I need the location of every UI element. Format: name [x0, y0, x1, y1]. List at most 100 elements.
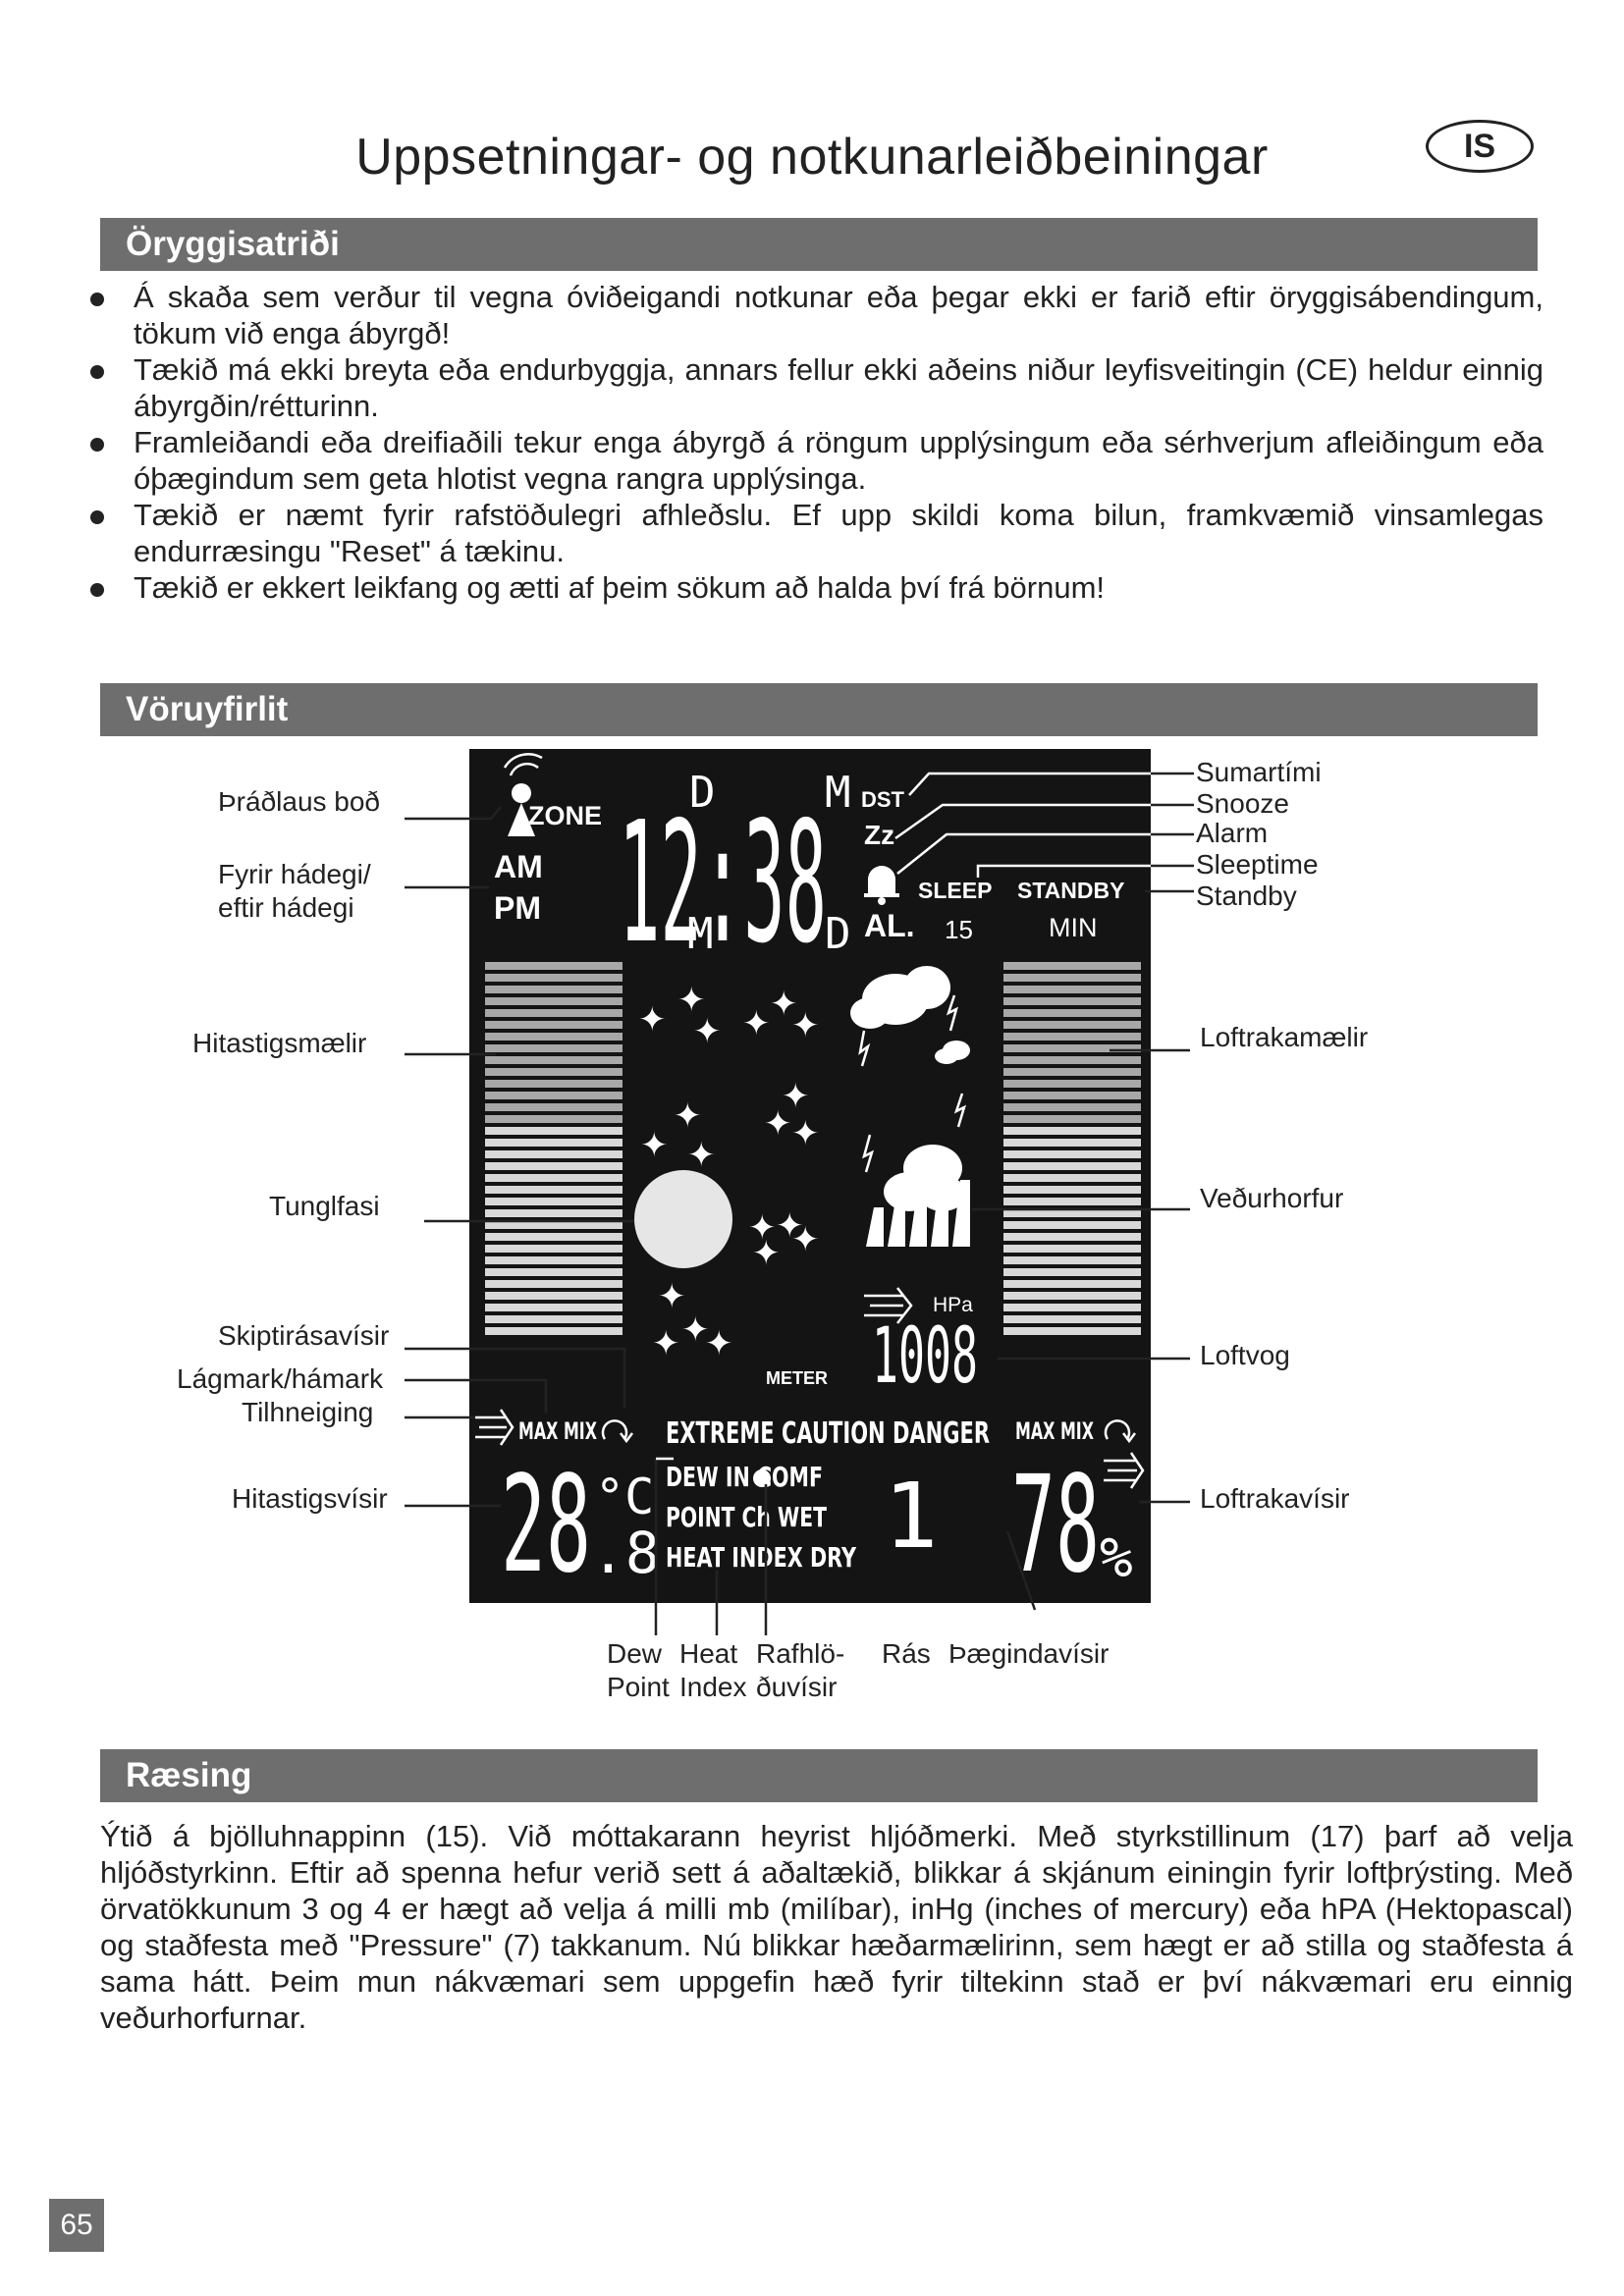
- svg-text:✦: ✦: [776, 1206, 804, 1246]
- safety-item: Tækið má ekki breyta eða endurbyggja, an…: [90, 351, 1543, 424]
- lcd-am: AM: [494, 849, 543, 884]
- lcd-bar-segment: [485, 1327, 623, 1335]
- label-alarm: Alarm: [1196, 818, 1268, 848]
- svg-text:✦: ✦: [638, 1000, 667, 1040]
- safety-item: Tækið er næmt fyrir rafstöðulegri afhleð…: [90, 497, 1543, 569]
- label-am-pm-line2: eftir hádegi: [218, 892, 354, 923]
- product-overview-diagram: ZONE AM PM 12:38 D M M D DST Zz SLEEP ST…: [0, 746, 1624, 1718]
- label-dew-point-line1: Dew: [607, 1638, 663, 1669]
- lcd-bar-segment: [1003, 1198, 1141, 1205]
- lcd-bar-segment: [1003, 1209, 1141, 1217]
- stars-icon: ✦✦✦ ✦✦✦ ✦✦✦ ✦✦✦ ✦✦✦ ✦✦✦ ✦✦: [638, 981, 820, 1363]
- lcd-bar-segment: [485, 1245, 623, 1253]
- section-heading-safety: Öryggisatriði: [100, 218, 1538, 271]
- page-title: Uppsetningar- og notkunarleiðbeiningar: [355, 129, 1269, 186]
- lcd-bar-segment: [485, 1233, 623, 1241]
- lcd-bar-segment: [485, 962, 623, 970]
- safety-item-text: Framleiðandi eða dreifiaðili tekur enga …: [134, 425, 1543, 496]
- lcd-point-row: POINT Ch WET: [666, 1501, 827, 1533]
- lcd-humidity: 78: [1011, 1448, 1100, 1603]
- lcd-bar-segment: [485, 1080, 623, 1088]
- safety-item: Framleiðandi eða dreifiaðili tekur enga …: [90, 424, 1543, 497]
- label-snooze: Snooze: [1196, 788, 1289, 819]
- lcd-d-top: D: [689, 768, 716, 818]
- lcd-max-mix-right: MAX MIX: [1015, 1417, 1094, 1445]
- label-min-max: Lágmark/hámark: [177, 1363, 384, 1394]
- section-heading-startup: Ræsing: [100, 1749, 1538, 1802]
- label-trend-indicator: Skiptirásavísir: [218, 1320, 389, 1351]
- svg-text:✦: ✦: [652, 1324, 680, 1363]
- lcd-bar-segment: [1003, 1233, 1141, 1241]
- lcd-temperature: 28: [501, 1448, 591, 1603]
- svg-text:✦: ✦: [658, 1277, 686, 1316]
- lcd-bar-segment: [485, 1021, 623, 1029]
- lcd-d-bottom: D: [825, 909, 851, 959]
- lcd-bar-segment: [485, 1033, 623, 1041]
- lcd-bar-segment: [1003, 1021, 1141, 1029]
- lcd-bar-segment: [1003, 1044, 1141, 1052]
- lcd-bar-segment: [1003, 1080, 1141, 1088]
- trend-left-icon: [601, 1419, 628, 1440]
- svg-text:✦: ✦: [764, 1104, 792, 1144]
- lcd-bar-segment: [485, 986, 623, 993]
- leader-line: [405, 1347, 626, 1408]
- lcd-bar-segment: [485, 1292, 623, 1300]
- bullet-icon: [90, 293, 104, 306]
- leader-line: [896, 832, 1151, 875]
- label-humidity-bar: Loftrakamælir: [1200, 1022, 1368, 1052]
- label-am-pm-line1: Fyrir hádegi/: [218, 859, 371, 889]
- lcd-meter: METER: [766, 1368, 828, 1388]
- svg-text:✦: ✦: [687, 1136, 716, 1175]
- svg-text:✦: ✦: [640, 1126, 669, 1165]
- lcd-caution-line: EXTREME CAUTION DANGER: [666, 1416, 990, 1451]
- lcd-bar-segment: [485, 1198, 623, 1205]
- lcd-bar-segment: [1003, 1092, 1141, 1099]
- label-sleeptime: Sleeptime: [1196, 849, 1319, 880]
- lcd-bar-segment: [1003, 1221, 1141, 1229]
- lcd-max-mix-left: MAX MIX: [518, 1417, 597, 1445]
- lcd-bar-segment: [1003, 1162, 1141, 1170]
- lcd-bar-segment: [1003, 1150, 1141, 1158]
- leader-line: [894, 803, 1151, 840]
- label-dew-point-line2: Point: [607, 1672, 670, 1702]
- lcd-bar-segment: [485, 1256, 623, 1264]
- lcd-zz: Zz: [864, 820, 894, 850]
- lcd-bar-segment: [1003, 997, 1141, 1005]
- lcd-bar-segment: [1003, 1304, 1141, 1311]
- leader-line: [976, 864, 1151, 878]
- safety-item-text: Tækið er næmt fyrir rafstöðulegri afhleð…: [134, 498, 1543, 568]
- lcd-bar-segment: [1003, 1327, 1141, 1335]
- lcd-m-top: M: [825, 768, 851, 818]
- lcd-time: 12:38: [619, 786, 827, 981]
- lcd-bar-segment: [1003, 1115, 1141, 1123]
- svg-text:✦: ✦: [752, 1234, 781, 1273]
- lcd-dew-row: DEW IN COMF: [666, 1461, 823, 1493]
- svg-text:✦: ✦: [791, 1006, 820, 1045]
- bullet-icon: [90, 365, 104, 379]
- lcd-channel: 1: [884, 1464, 938, 1569]
- lcd-bar-segment: [485, 1186, 623, 1194]
- lcd-pm: PM: [494, 890, 541, 926]
- lcd-bar-segment: [1003, 1127, 1141, 1135]
- lcd-standby: STANDBY: [1017, 878, 1124, 903]
- svg-text:✦: ✦: [791, 1220, 820, 1259]
- lcd-al: AL.: [864, 908, 915, 943]
- lcd-bar-segment: [1003, 1103, 1141, 1111]
- label-heat-index-line2: Index: [679, 1672, 747, 1702]
- page-number: 65: [49, 2199, 104, 2252]
- lcd-humidity-unit: %: [1100, 1526, 1133, 1590]
- lcd-hpa: HPa: [933, 1294, 973, 1316]
- humidity-trend-icon: [1104, 1452, 1145, 1489]
- safety-item-text: Tækið er ekkert leikfang og ætti af þeim…: [134, 570, 1106, 605]
- label-humidity-indicator: Loftrakavísir: [1200, 1483, 1350, 1514]
- safety-item: Á skaða sem verður til vegna óviðeigandi…: [90, 279, 1543, 351]
- battery-indicator-icon: [753, 1469, 771, 1487]
- alarm-bell-icon: [864, 866, 899, 905]
- lcd-bar-segment: [485, 1150, 623, 1158]
- lcd-temp-decimal: .8: [591, 1520, 660, 1586]
- svg-text:✦: ✦: [770, 985, 798, 1024]
- lcd-sleep: SLEEP: [918, 878, 992, 903]
- language-badge: IS: [1426, 120, 1534, 173]
- svg-text:✦: ✦: [748, 1208, 777, 1248]
- label-radio-signal: Þráðlaus boð: [218, 786, 380, 817]
